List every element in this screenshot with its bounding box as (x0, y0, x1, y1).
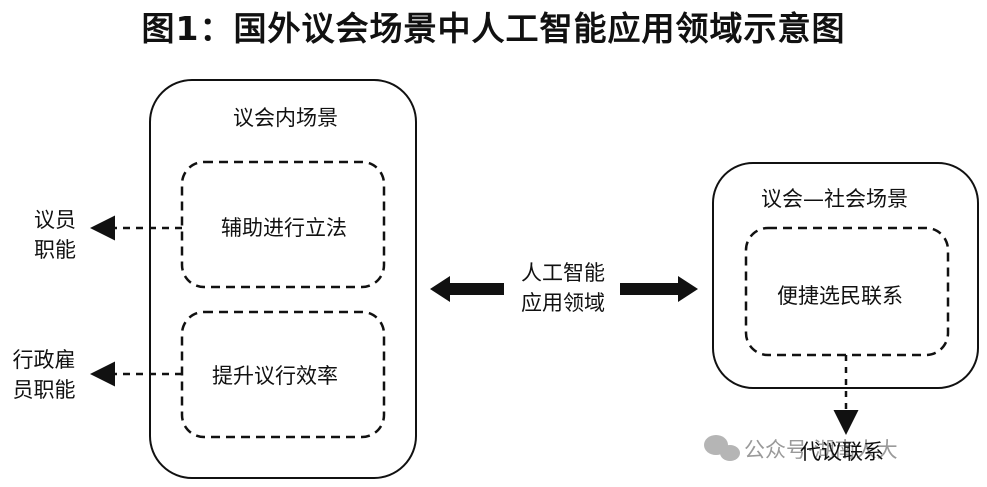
staff-function-label: 行政雇 员职能 (12, 348, 76, 402)
assist-legislation-label: 辅助进行立法 (221, 216, 347, 240)
watermark-text: 公众号·湖南人大 (744, 438, 898, 462)
ai-application-label: 人工智能 应用领域 (521, 261, 605, 315)
voter-contact-dashed-box (744, 226, 950, 357)
member-function-label: 议员 职能 (34, 208, 76, 262)
thick-arrow-left (430, 276, 504, 302)
figure-title: 图1：国外议会场景中人工智能应用领域示意图 (141, 9, 846, 48)
improve-efficiency-label: 提升议行效率 (212, 364, 338, 388)
representation-label: 代议联系 (800, 440, 884, 464)
voter-contact-label: 便捷选民联系 (777, 284, 903, 308)
in-parliament-scene-label: 议会内场景 (233, 106, 338, 130)
wechat-icon (704, 435, 740, 461)
right-scene-box (712, 162, 979, 389)
legislation-dashed-box (180, 160, 386, 289)
left-scene-box (149, 79, 417, 479)
parliament-society-scene-label: 议会—社会场景 (761, 187, 908, 211)
thick-arrow-right (620, 276, 698, 302)
